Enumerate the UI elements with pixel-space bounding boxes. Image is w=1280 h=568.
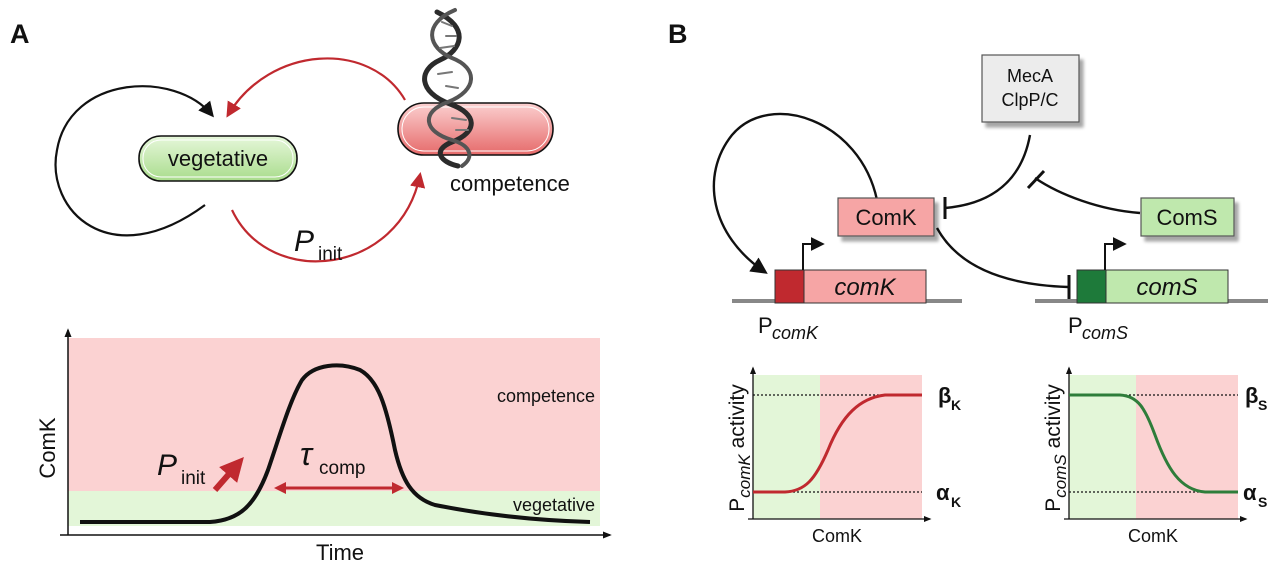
timecourse-plot: ComK Time competence vegetative P init τ… <box>35 328 612 565</box>
meca-clpp-complex: MecA ClpP/C <box>981 54 1080 123</box>
initiation-marker-label: P init <box>157 449 206 489</box>
return-to-vegetative-arrow <box>226 57 406 118</box>
plot2-top-level-label: β S <box>1245 383 1267 413</box>
complex-line-1: MecA <box>1007 66 1053 86</box>
initiation-rate-label: P init <box>294 225 343 265</box>
duration-marker-label: τ comp <box>300 436 365 479</box>
vegetative-self-loop-arrow <box>54 85 214 237</box>
initiation-marker-arrow <box>212 456 244 492</box>
panel-b: B MecA ClpP/C ComK ComS <box>668 19 1268 546</box>
coms-promoter-activity-plot: ComK PcomS activity β S α S <box>1042 366 1267 546</box>
competence-region-label: competence <box>497 386 595 406</box>
plot2-bottom-level-label: α S <box>1243 480 1267 510</box>
plot1-y-label: PcomK activity <box>726 384 754 512</box>
comk-gene-label: comK <box>834 274 896 301</box>
svg-text:S: S <box>1258 494 1267 510</box>
comk-trajectory <box>80 363 591 524</box>
comk-transcription-start-arrow <box>802 237 825 270</box>
meca-inhibits-comk <box>944 134 1032 210</box>
comk-gene: comK <box>774 237 927 304</box>
comk-promoter-label: P comK <box>758 313 819 343</box>
plot2-competence-region <box>1136 375 1238 519</box>
plot1-x-label: ComK <box>812 526 862 546</box>
svg-text:P: P <box>1068 313 1083 338</box>
x-axis-label: Time <box>316 540 364 565</box>
plot1-vegetative-region <box>753 375 820 519</box>
svg-text:τ: τ <box>300 436 314 472</box>
comk-autoactivation-arrow <box>712 112 879 274</box>
competent-cell <box>397 102 554 156</box>
panel-a: A vegetative competence P init <box>10 8 612 565</box>
panel-b-letter: B <box>668 19 688 49</box>
coms-protein: ComS <box>1140 197 1235 237</box>
coms-protein-label: ComS <box>1156 205 1217 230</box>
plot1-top-level-label: β K <box>938 383 961 413</box>
panel-a-letter: A <box>10 19 30 49</box>
svg-text:comK: comK <box>772 323 819 343</box>
plot2-activity-curve <box>1069 393 1238 494</box>
initiation-arrow <box>231 171 426 263</box>
plot1-activity-curve <box>753 393 922 494</box>
vegetative-cell: vegetative <box>138 135 298 182</box>
competent-cell-label: competence <box>450 171 570 196</box>
plot1-bottom-level-label: α K <box>936 480 961 510</box>
comk-promoter-region <box>774 269 805 304</box>
complex-line-2: ClpP/C <box>1001 90 1058 110</box>
coms-gene-label: comS <box>1136 274 1197 301</box>
svg-text:β: β <box>1245 383 1258 408</box>
coms-transcription-start-arrow <box>1104 237 1127 270</box>
coms-promoter-label: P comS <box>1068 313 1128 343</box>
svg-text:P: P <box>157 449 177 482</box>
svg-text:P: P <box>294 225 314 258</box>
coms-promoter-region <box>1076 269 1107 304</box>
comk-protein: ComK <box>837 197 935 237</box>
dna-helix-icon <box>422 8 474 169</box>
coms-inhibition-bar <box>1026 169 1046 190</box>
svg-text:P: P <box>758 313 773 338</box>
coms-gene: comS <box>1076 237 1229 304</box>
comk-promoter-activity-plot: ComK PcomK activity β K α K <box>726 366 961 546</box>
svg-text:init: init <box>181 468 206 489</box>
svg-text:S: S <box>1258 397 1267 413</box>
plot2-vegetative-region <box>1069 375 1136 519</box>
plot2-y-label: PcomS activity <box>1042 384 1070 512</box>
vegetative-region-label: vegetative <box>513 495 595 515</box>
svg-text:K: K <box>951 397 961 413</box>
y-axis-label: ComK <box>35 417 60 478</box>
svg-text:α: α <box>936 480 950 505</box>
plot1-competence-region <box>820 375 922 519</box>
comk-represses-coms <box>935 227 1069 289</box>
coms-inhibits-meca <box>1034 177 1141 215</box>
comk-protein-label: ComK <box>855 205 916 230</box>
plot2-x-label: ComK <box>1128 526 1178 546</box>
svg-text:β: β <box>938 383 951 408</box>
svg-text:K: K <box>951 494 961 510</box>
svg-text:α: α <box>1243 480 1257 505</box>
svg-text:init: init <box>318 244 343 265</box>
svg-text:comp: comp <box>319 458 365 479</box>
svg-text:comS: comS <box>1082 323 1128 343</box>
vegetative-cell-label: vegetative <box>168 146 268 171</box>
